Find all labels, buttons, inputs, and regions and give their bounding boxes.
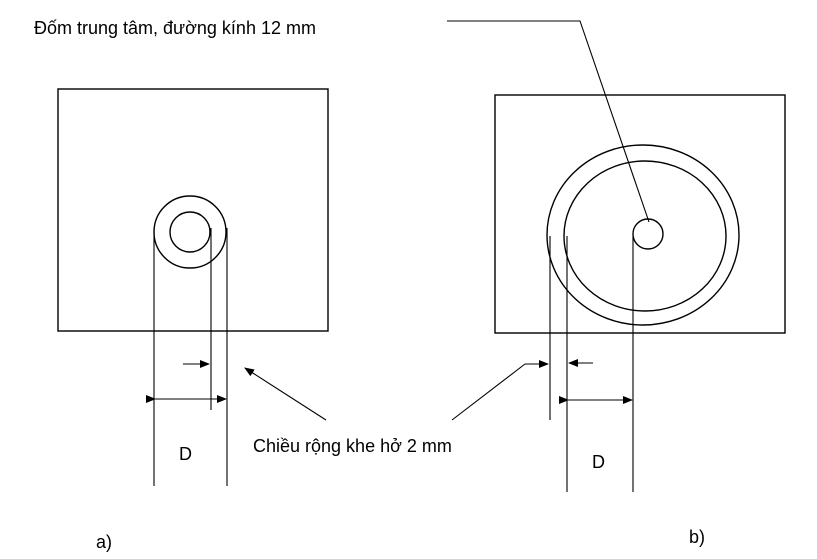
panel-a-dimension-label: D [179,444,192,464]
panel-b-center-spot [632,218,664,250]
panel-a-caption: a) [96,532,112,552]
panel-b-dimension-label: D [592,452,605,472]
center-spot-label: Đốm trung tâm, đường kính 12 mm [34,18,316,38]
panel-a: D a) [57,88,329,552]
gap-leader-b [451,363,526,421]
panel-b: D b) [494,94,786,547]
panel-b-caption: b) [689,527,705,547]
gap-width-label: Chiều rộng khe hở 2 mm [253,436,452,456]
panel-b-inner-ring [563,160,727,312]
panel-a-inner-spot [169,211,211,253]
center-spot-leader-line [447,20,650,223]
panel-a-frame [57,88,329,332]
panel-b-frame [494,94,786,334]
panel-b-outer-ring [546,144,740,326]
panel-a-outer-ring [153,195,227,269]
gap-leader-a [244,367,327,421]
